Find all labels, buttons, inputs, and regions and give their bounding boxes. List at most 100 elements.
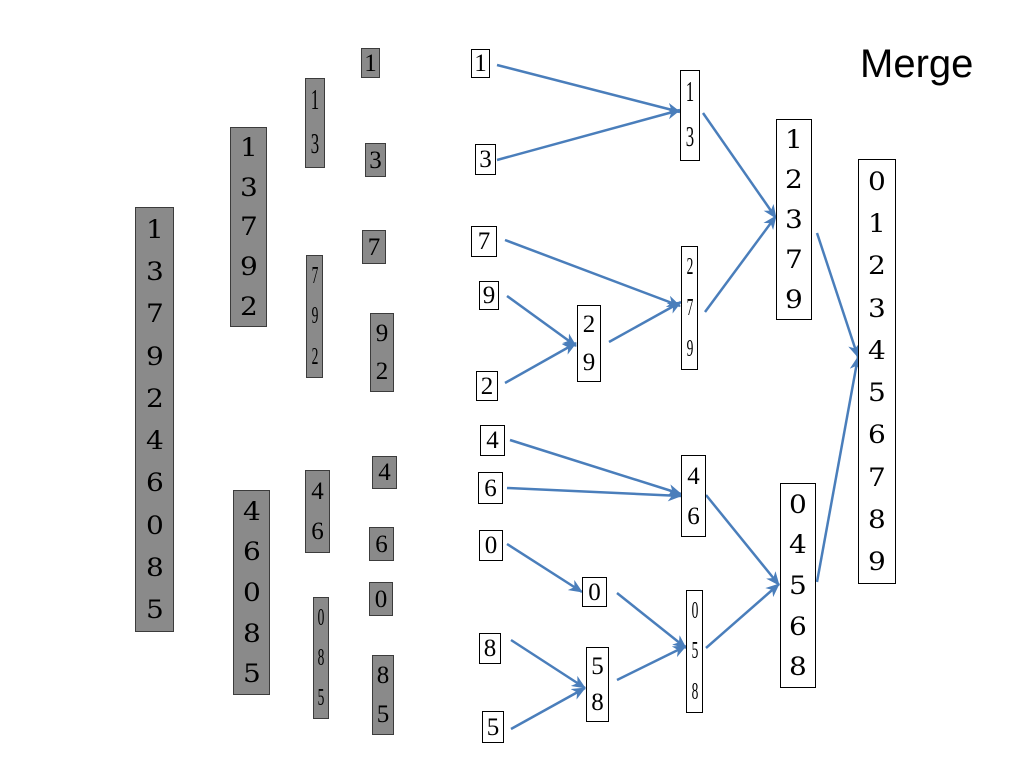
merge-box-l2-d: 0 5 8 (686, 590, 703, 713)
merge-box-single-2: 3 (475, 144, 496, 175)
digit: 9 (145, 341, 164, 371)
digit: 5 (486, 713, 500, 741)
digit: 8 (691, 678, 698, 705)
digit: 5 (691, 638, 698, 665)
arrow-12379-into-result (815, 232, 860, 358)
digit: 2 (480, 372, 494, 400)
merge-box-l2-b: 2 7 9 (681, 246, 698, 370)
digit: 9 (686, 335, 693, 362)
digit: 0 (691, 598, 698, 625)
digit: 4 (242, 496, 261, 526)
merge-box-single-9: 8 (479, 633, 501, 664)
arrow-29-into-279 (608, 300, 682, 344)
arrow-1-into-13 (496, 63, 681, 115)
arrow-46-into-04568 (705, 494, 780, 586)
split-box-l3-b: 3 (365, 143, 386, 177)
merge-box-single-6: 4 (480, 425, 505, 456)
digit: 7 (311, 263, 318, 290)
digit: 6 (687, 502, 700, 530)
digit: 3 (310, 129, 320, 160)
arrow-0-into-058 (616, 592, 687, 649)
digit: 0 (588, 578, 601, 606)
merge-box-single-8: 0 (479, 530, 503, 561)
digit: 6 (375, 530, 388, 558)
digit: 9 (785, 284, 803, 314)
digit: 9 (868, 547, 886, 577)
digit: 2 (686, 254, 693, 281)
digit: 7 (686, 294, 693, 321)
digit: 0 (789, 489, 807, 519)
digit: 0 (317, 605, 325, 631)
digit: 1 (364, 49, 377, 77)
digit: 5 (145, 595, 164, 625)
merge-box-single-4: 9 (479, 281, 499, 310)
digit: 8 (242, 618, 261, 648)
digit: 6 (484, 474, 497, 502)
digit: 7 (785, 244, 803, 274)
merge-box-single-10: 5 (482, 711, 504, 743)
digit: 8 (145, 553, 164, 583)
digit: 4 (486, 427, 499, 454)
digit: 7 (477, 228, 491, 255)
arrow-279-into-12379 (703, 215, 778, 313)
arrow-7-into-279 (504, 238, 681, 308)
digit: 9 (375, 319, 389, 347)
digit: 4 (789, 530, 807, 560)
merge-box-single-7: 6 (478, 472, 503, 504)
digit: 0 (868, 166, 886, 196)
arrow-058-into-04568 (705, 583, 780, 649)
digit: 9 (582, 348, 596, 376)
digit: 8 (317, 645, 325, 671)
merge-box-single-5: 2 (476, 371, 498, 401)
digit: 6 (242, 537, 261, 567)
split-box-l3-a: 1 (361, 48, 380, 78)
merge-box-single-1: 1 (471, 49, 490, 78)
digit: 3 (145, 256, 164, 286)
arrow-5-into-58 (510, 686, 586, 731)
digit: 7 (367, 233, 381, 261)
arrow-8-into-58 (510, 638, 586, 690)
arrow-4-into-46 (509, 438, 682, 496)
arrow-2-into-29 (504, 341, 577, 385)
arrow-58-into-058 (616, 644, 687, 682)
digit: 6 (868, 420, 886, 450)
digit: 8 (376, 662, 390, 689)
digit: 7 (145, 299, 164, 329)
arrow-13-into-12379 (701, 112, 778, 219)
digit: 8 (483, 635, 497, 662)
digit: 3 (868, 293, 886, 323)
digit: 1 (310, 85, 320, 116)
digit: 7 (239, 212, 258, 242)
digit: 8 (591, 689, 604, 717)
digit: 5 (591, 652, 604, 680)
digit: 4 (311, 477, 324, 505)
digit: 3 (685, 121, 695, 153)
digit: 7 (868, 462, 886, 492)
diagram-title: Merge (860, 42, 974, 86)
digit: 5 (376, 701, 390, 728)
split-box-l3-g: 0 (369, 582, 393, 616)
digit: 1 (785, 125, 803, 155)
digit: 2 (239, 291, 258, 321)
arrow-9-into-29 (506, 294, 577, 348)
merge-box-single-3: 7 (471, 226, 497, 257)
digit: 8 (789, 652, 807, 682)
digit: 4 (687, 462, 700, 490)
digit: 1 (685, 77, 695, 109)
